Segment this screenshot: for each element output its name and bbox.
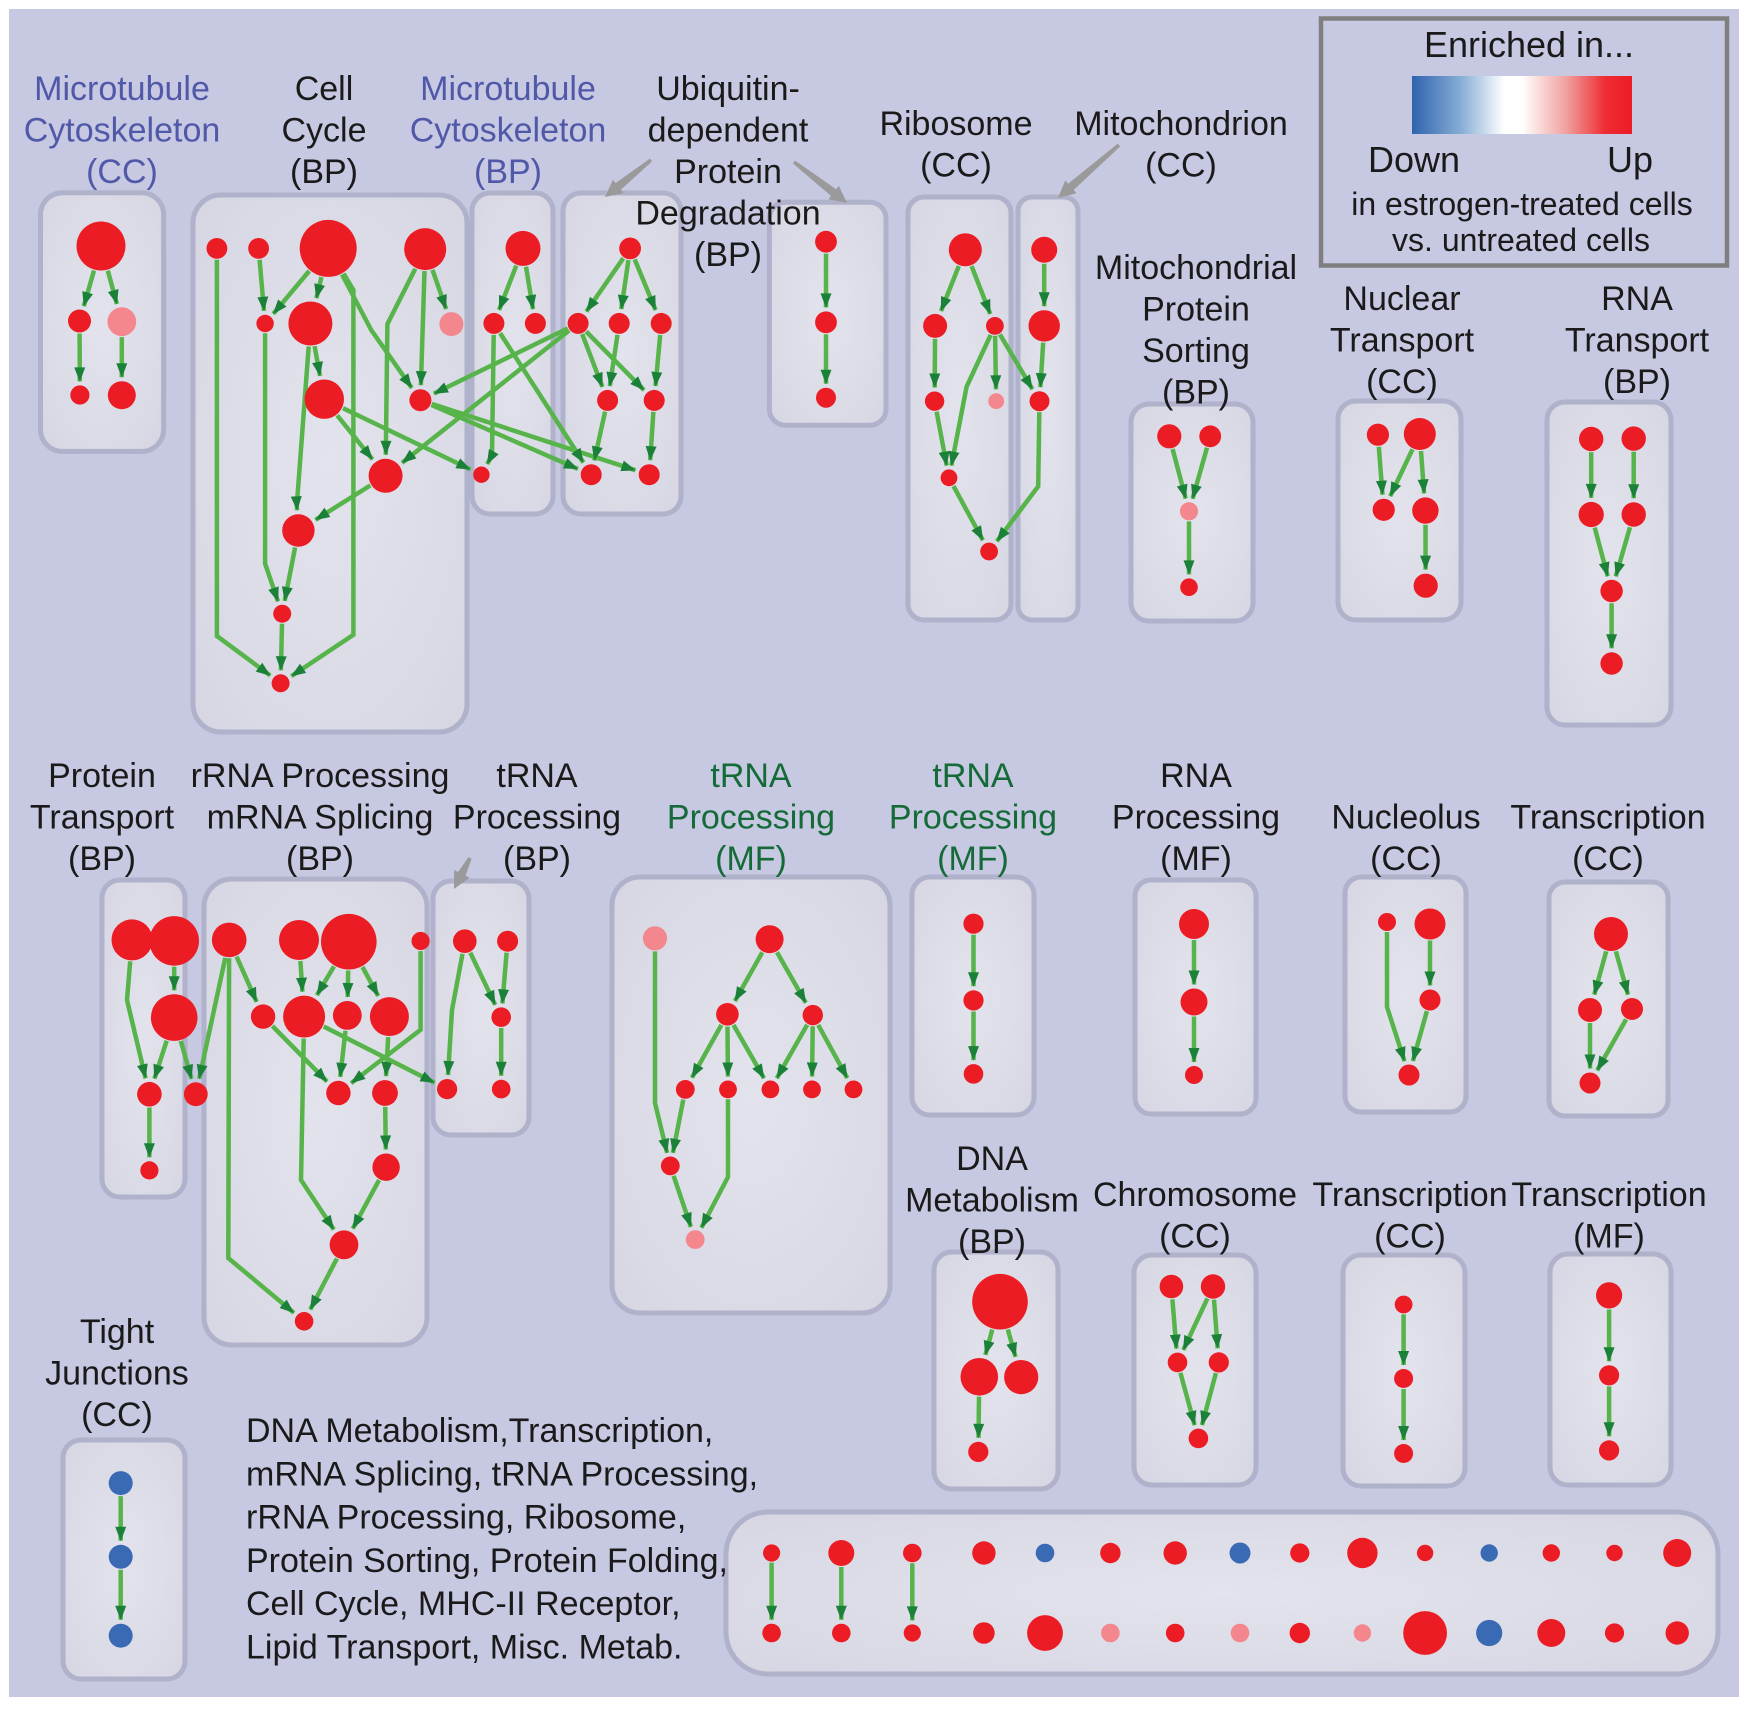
svg-text:(BP): (BP)	[68, 840, 136, 878]
svg-text:Nucleolus: Nucleolus	[1331, 799, 1480, 837]
svg-text:Transport: Transport	[30, 799, 175, 837]
svg-text:(BP): (BP)	[1603, 363, 1671, 401]
svg-text:Cytoskeleton: Cytoskeleton	[24, 112, 221, 150]
svg-text:Processing: Processing	[453, 799, 621, 837]
svg-text:Cycle: Cycle	[281, 112, 366, 150]
svg-text:RNA: RNA	[1160, 757, 1232, 795]
svg-text:tRNA: tRNA	[710, 757, 792, 795]
svg-text:tRNA: tRNA	[496, 757, 578, 795]
svg-text:Mitochondrion: Mitochondrion	[1074, 105, 1288, 143]
svg-text:Up: Up	[1607, 139, 1653, 180]
svg-text:RNA: RNA	[1601, 280, 1673, 318]
svg-text:Transport: Transport	[1565, 322, 1710, 360]
svg-text:Transcription: Transcription	[1511, 1176, 1706, 1214]
svg-text:(CC): (CC)	[1374, 1218, 1446, 1256]
svg-text:Protein: Protein	[48, 757, 156, 795]
svg-text:Enriched in...: Enriched in...	[1424, 24, 1634, 65]
svg-text:Cytoskeleton: Cytoskeleton	[410, 112, 607, 150]
svg-text:(MF): (MF)	[715, 840, 787, 878]
svg-text:tRNA: tRNA	[932, 757, 1014, 795]
svg-text:Microtubule: Microtubule	[34, 70, 210, 108]
svg-text:mRNA Splicing: mRNA Splicing	[207, 799, 434, 837]
svg-text:(BP): (BP)	[503, 840, 571, 878]
svg-text:mRNA Splicing, tRNA Processing: mRNA Splicing, tRNA Processing,	[246, 1455, 758, 1493]
svg-text:in estrogen-treated cells: in estrogen-treated cells	[1351, 186, 1693, 222]
svg-text:DNA: DNA	[956, 1140, 1028, 1178]
svg-text:(MF): (MF)	[1160, 840, 1232, 878]
svg-text:Tight: Tight	[80, 1313, 155, 1351]
svg-text:rRNA Processing: rRNA Processing	[191, 757, 450, 795]
svg-text:Junctions: Junctions	[45, 1355, 189, 1393]
svg-text:(CC): (CC)	[86, 153, 158, 191]
svg-text:Protein Sorting, Protein Foldi: Protein Sorting, Protein Folding,	[246, 1542, 728, 1580]
svg-text:(BP): (BP)	[694, 236, 762, 274]
svg-text:(BP): (BP)	[474, 153, 542, 191]
svg-text:(BP): (BP)	[958, 1223, 1026, 1261]
svg-text:(CC): (CC)	[81, 1396, 153, 1434]
svg-text:Sorting: Sorting	[1142, 332, 1250, 370]
svg-text:Transport: Transport	[1330, 322, 1475, 360]
svg-text:Lipid Transport, Misc. Metab.: Lipid Transport, Misc. Metab.	[246, 1629, 683, 1667]
svg-text:(CC): (CC)	[1159, 1218, 1231, 1256]
svg-text:(CC): (CC)	[1145, 147, 1217, 185]
svg-text:Down: Down	[1368, 139, 1460, 180]
svg-text:Transcription: Transcription	[1510, 799, 1705, 837]
svg-text:Processing: Processing	[1112, 799, 1280, 837]
svg-text:(CC): (CC)	[1366, 363, 1438, 401]
svg-text:(CC): (CC)	[1572, 840, 1644, 878]
svg-text:Processing: Processing	[667, 799, 835, 837]
svg-text:Ubiquitin-: Ubiquitin-	[656, 70, 800, 108]
svg-text:(BP): (BP)	[1162, 374, 1230, 412]
svg-text:Nuclear: Nuclear	[1343, 280, 1460, 318]
svg-text:(BP): (BP)	[290, 153, 358, 191]
svg-text:Cell Cycle, MHC-II Receptor,: Cell Cycle, MHC-II Receptor,	[246, 1585, 681, 1623]
svg-text:vs. untreated cells: vs. untreated cells	[1392, 222, 1650, 258]
svg-text:(CC): (CC)	[1370, 840, 1442, 878]
svg-text:Degradation: Degradation	[635, 195, 820, 233]
svg-text:Protein: Protein	[1142, 291, 1250, 329]
svg-text:(BP): (BP)	[286, 840, 354, 878]
svg-text:Mitochondrial: Mitochondrial	[1095, 249, 1297, 287]
svg-text:rRNA Processing, Ribosome,: rRNA Processing, Ribosome,	[246, 1499, 686, 1537]
svg-text:Transcription: Transcription	[1312, 1176, 1507, 1214]
svg-text:(MF): (MF)	[1573, 1218, 1645, 1256]
svg-text:Microtubule: Microtubule	[420, 70, 596, 108]
svg-text:(CC): (CC)	[920, 147, 992, 185]
svg-text:Chromosome: Chromosome	[1093, 1176, 1297, 1214]
svg-text:Protein: Protein	[674, 153, 782, 191]
svg-text:dependent: dependent	[648, 112, 809, 150]
svg-text:Ribosome: Ribosome	[879, 105, 1032, 143]
svg-text:Processing: Processing	[889, 799, 1057, 837]
svg-text:Cell: Cell	[295, 70, 354, 108]
svg-text:DNA Metabolism,Transcription,: DNA Metabolism,Transcription,	[246, 1412, 713, 1450]
svg-text:Metabolism: Metabolism	[905, 1182, 1079, 1220]
svg-text:(MF): (MF)	[937, 840, 1009, 878]
